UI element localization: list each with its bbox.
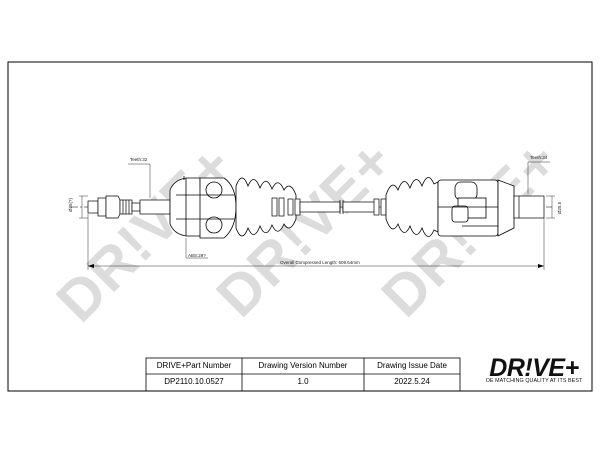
header-version: Drawing Version Number bbox=[258, 361, 348, 370]
abs-label: ABS:29? bbox=[188, 253, 206, 258]
title-block-grid bbox=[145, 357, 461, 392]
brand-logo: DR!VE+ bbox=[489, 354, 579, 382]
dim-left-vertical-label: Ø25(?) bbox=[68, 197, 73, 212]
left-stub-shaft bbox=[87, 195, 171, 219]
overall-length-label: Overall Compressed Length: 609.64mm bbox=[280, 260, 360, 265]
overall-arrow-left bbox=[88, 264, 94, 268]
left-clamp bbox=[271, 197, 301, 217]
header-issue-date: Drawing Issue Date bbox=[377, 361, 447, 370]
value-version: 1.0 bbox=[297, 377, 309, 386]
right-inner-joint bbox=[437, 179, 515, 237]
right-stub-shaft bbox=[513, 195, 545, 219]
dim-right-vertical-label: Ø25.5 bbox=[557, 201, 562, 214]
teeth-right-label: Teeth:34 bbox=[530, 155, 548, 160]
left-cv-joint bbox=[169, 176, 237, 239]
dimension-lines bbox=[79, 161, 555, 270]
header-part-number: DRIVE+Part Number bbox=[156, 361, 232, 370]
teeth-left-label: Teeth:32 bbox=[130, 157, 148, 162]
brand-tagline: OE MATCHING QUALITY AT ITS BEST bbox=[485, 378, 583, 384]
overall-arrow-right bbox=[538, 264, 544, 268]
value-issue-date: 2022.5.24 bbox=[394, 377, 430, 386]
main-shaft bbox=[299, 200, 376, 214]
value-part-number: DP2110.10.0527 bbox=[164, 377, 224, 386]
left-boot bbox=[235, 177, 297, 237]
right-boot bbox=[385, 177, 439, 237]
